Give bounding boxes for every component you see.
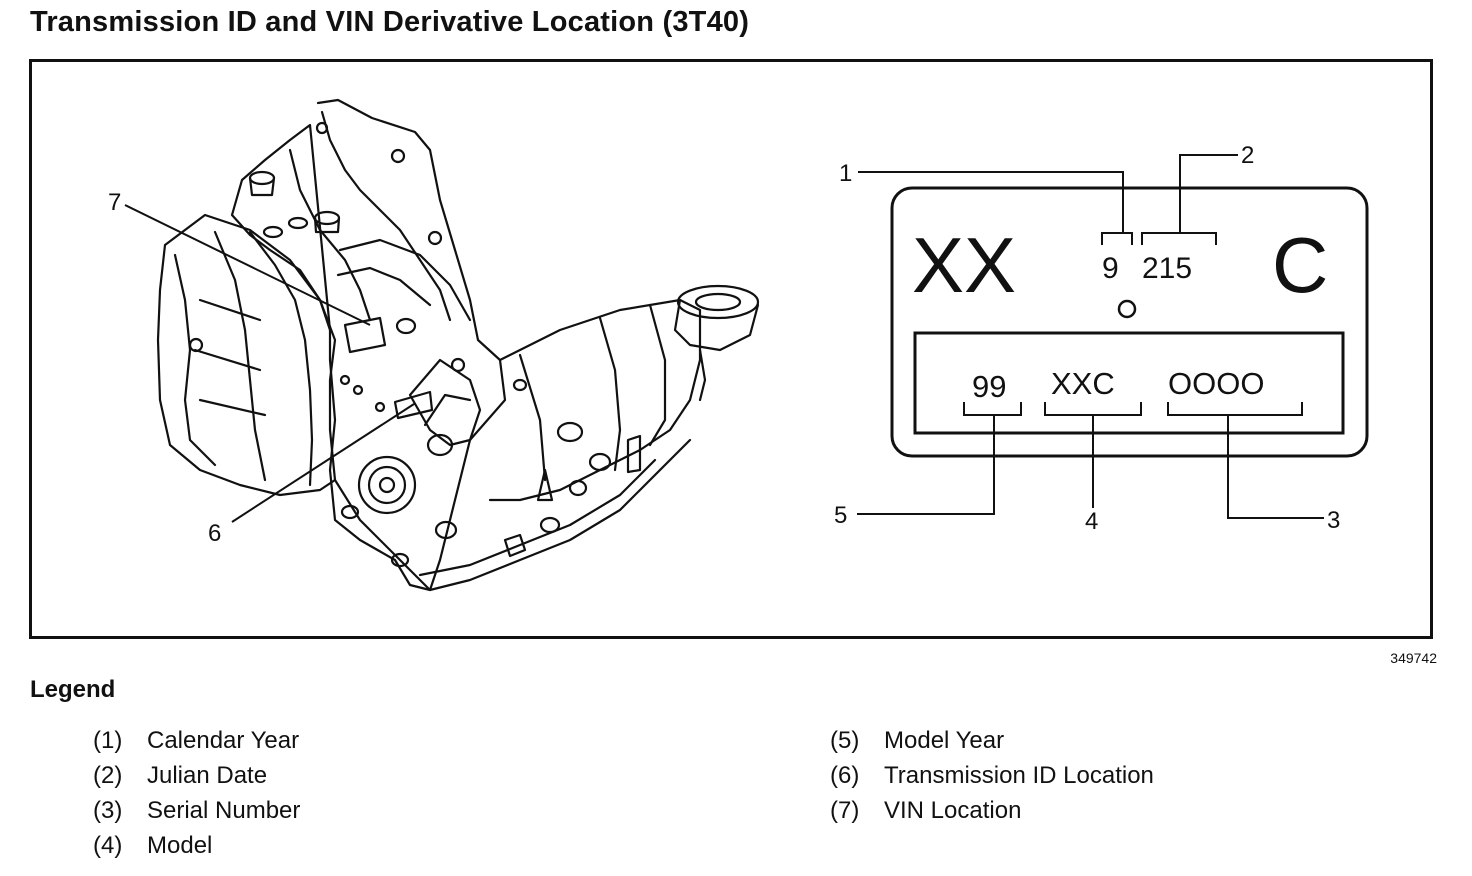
legend-list-left: (1) Calendar Year (2) Julian Date (3) Seria… <box>93 727 300 867</box>
legend-number: (2) <box>93 762 123 789</box>
callout-6: 6 <box>208 520 221 547</box>
legend-list-right: (5) Model Year (6) Transmission ID Locatio… <box>830 727 1154 832</box>
legend-label: Transmission ID Location <box>884 762 1154 789</box>
diagram-canvas: 7 6 XX 9 215 C 99 XXC OOOO 1 2 3 4 5 <box>108 98 1369 592</box>
plate-lower-box <box>913 331 1345 435</box>
bracket-3 <box>1167 402 1303 416</box>
callout-7: 7 <box>108 189 121 216</box>
callout-1: 1 <box>839 160 852 187</box>
plate-model: XXC <box>1051 366 1115 401</box>
plate-callouts <box>857 154 1324 519</box>
leader-2 <box>1179 154 1238 233</box>
plate-model-year: 99 <box>972 369 1006 404</box>
plate-hole <box>1117 299 1137 319</box>
legend-label: Calendar Year <box>147 727 300 754</box>
legend-number: (6) <box>830 762 860 789</box>
legend-label: Model <box>147 832 213 859</box>
legend-item: (6) Transmission ID Location <box>830 762 1154 797</box>
legend-label: Serial Number <box>147 797 301 824</box>
page-title: Transmission ID and VIN Derivative Locat… <box>30 6 750 38</box>
plate-calendar-year: 9 <box>1102 252 1119 285</box>
leader-3 <box>1227 415 1324 519</box>
callout-5: 5 <box>834 502 847 529</box>
figure-number: 349742 <box>1390 650 1437 666</box>
plate-outline <box>890 186 1369 458</box>
legend-item: (7) VIN Location <box>830 797 1154 832</box>
legend-number: (7) <box>830 797 860 824</box>
legend-item: (2) Julian Date <box>93 762 300 797</box>
bracket-5 <box>963 402 1022 416</box>
plate-serial: OOOO <box>1168 366 1264 401</box>
legend-item: (3) Serial Number <box>93 797 300 832</box>
callout-2: 2 <box>1241 142 1254 169</box>
id-plate <box>890 186 1369 458</box>
plate-julian-date: 215 <box>1142 252 1192 285</box>
leader-6 <box>231 403 415 523</box>
legend-heading: Legend <box>30 676 116 703</box>
legend-item: (4) Model <box>93 832 300 867</box>
legend-label: Model Year <box>884 727 1005 754</box>
legend-item: (1) Calendar Year <box>93 727 300 762</box>
legend-label: Julian Date <box>147 762 268 789</box>
bracket-1 <box>1101 232 1133 245</box>
legend-label: VIN Location <box>884 797 1022 824</box>
leader-5 <box>857 415 995 515</box>
callout-3: 3 <box>1327 507 1340 534</box>
bracket-2 <box>1141 232 1217 245</box>
legend-number: (3) <box>93 797 123 824</box>
callout-4: 4 <box>1085 508 1098 535</box>
transmission-illustration <box>156 98 760 592</box>
leader-7 <box>124 204 371 326</box>
legend-item: (5) Model Year <box>830 727 1154 762</box>
callout-leaders-left <box>124 204 415 523</box>
plate-right-code: C <box>1272 221 1328 309</box>
legend-number: (4) <box>93 832 123 859</box>
bracket-4 <box>1044 402 1142 416</box>
plate-left-code: XX <box>912 221 1016 309</box>
legend-number: (1) <box>93 727 123 754</box>
leader-1 <box>858 171 1124 233</box>
figure-frame <box>29 59 1433 639</box>
legend-number: (5) <box>830 727 860 754</box>
